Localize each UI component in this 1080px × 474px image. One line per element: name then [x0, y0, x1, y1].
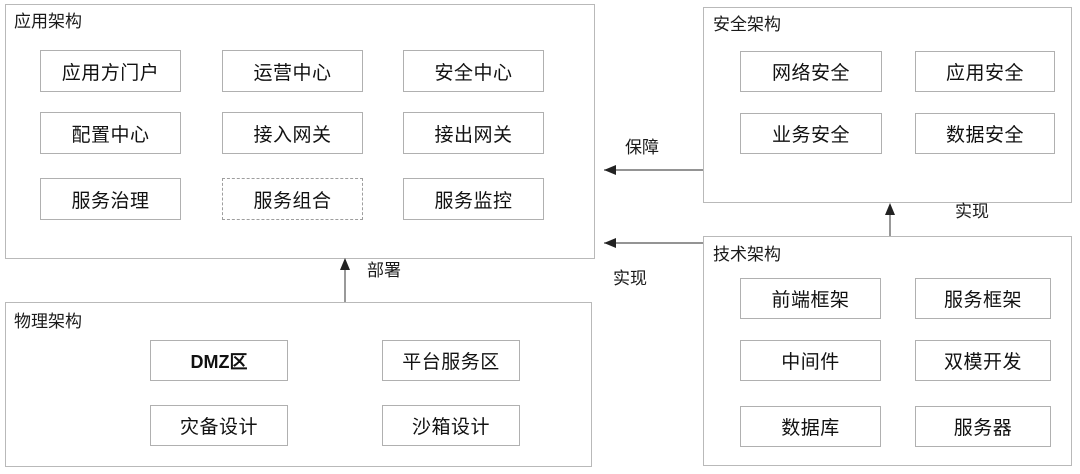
- node-network-security[interactable]: 网络安全: [740, 51, 882, 92]
- edge-label-shixian-technology-application: 实现: [613, 269, 647, 288]
- node-security-center[interactable]: 安全中心: [403, 50, 544, 92]
- node-ingress-gateway[interactable]: 接入网关: [222, 112, 363, 154]
- node-database[interactable]: 数据库: [740, 406, 881, 447]
- panel-title-application-architecture: 应用架构: [14, 12, 82, 31]
- node-data-security[interactable]: 数据安全: [915, 113, 1055, 154]
- node-service-monitoring[interactable]: 服务监控: [403, 178, 544, 220]
- panel-title-technology-architecture: 技术架构: [713, 245, 781, 264]
- node-application-security[interactable]: 应用安全: [915, 51, 1055, 92]
- node-disaster-recovery-design[interactable]: 灾备设计: [150, 405, 288, 446]
- node-operation-center[interactable]: 运营中心: [222, 50, 363, 92]
- connector-physical-to-application: [340, 258, 350, 302]
- node-business-security[interactable]: 业务安全: [740, 113, 882, 154]
- panel-title-physical-architecture: 物理架构: [14, 312, 82, 331]
- node-sandbox-design[interactable]: 沙箱设计: [382, 405, 520, 446]
- node-service-governance[interactable]: 服务治理: [40, 178, 181, 220]
- edge-label-shixian-technology-security: 实现: [955, 202, 989, 221]
- connector-technology-to-application: [604, 238, 703, 248]
- node-egress-gateway[interactable]: 接出网关: [403, 112, 544, 154]
- connector-technology-to-security: [885, 203, 895, 236]
- node-config-center[interactable]: 配置中心: [40, 112, 181, 154]
- node-frontend-framework[interactable]: 前端框架: [740, 278, 881, 319]
- edge-label-bushu: 部署: [367, 261, 401, 280]
- node-server[interactable]: 服务器: [915, 406, 1051, 447]
- node-platform-service-zone[interactable]: 平台服务区: [382, 340, 520, 381]
- node-service-framework[interactable]: 服务框架: [915, 278, 1051, 319]
- node-service-composition[interactable]: 服务组合: [222, 178, 363, 220]
- connector-security-to-application: [604, 165, 703, 175]
- node-dual-mode-development[interactable]: 双模开发: [915, 340, 1051, 381]
- node-middleware[interactable]: 中间件: [740, 340, 881, 381]
- panel-security-architecture: [703, 7, 1072, 203]
- panel-title-security-architecture: 安全架构: [713, 15, 781, 34]
- edge-label-baozhang: 保障: [625, 138, 659, 157]
- node-dmz-zone[interactable]: DMZ区: [150, 340, 288, 381]
- node-application-portal[interactable]: 应用方门户: [40, 50, 181, 92]
